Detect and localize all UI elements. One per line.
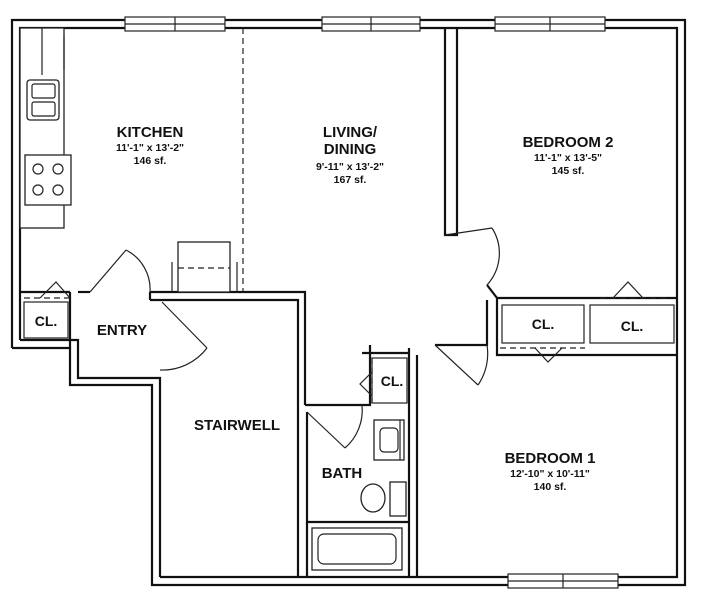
room-labels: KITCHEN 11'-1" x 13'-2" 146 sf. LIVING/ … xyxy=(97,124,614,493)
stairwell-name: STAIRWELL xyxy=(194,417,280,434)
dashed-openings xyxy=(24,28,668,403)
bedroom1-name: BEDROOM 1 xyxy=(505,450,596,467)
entry-name: ENTRY xyxy=(97,322,147,339)
bedroom2-area: 145 sf. xyxy=(552,165,585,177)
bathroom-sink xyxy=(373,419,405,461)
kitchen-name: KITCHEN xyxy=(117,124,184,141)
closet-boxes xyxy=(23,301,675,344)
bedroom1-closet-label: CL. xyxy=(621,318,644,334)
living-name-line2: DINING xyxy=(324,141,377,158)
bath-closet-label: CL. xyxy=(381,373,404,389)
bathtub xyxy=(311,527,403,571)
bedroom1-dims: 12'-10" x 10'-11" xyxy=(510,468,590,480)
bedroom2-dims: 11'-1" x 13'-5" xyxy=(534,152,602,164)
living-dims: 9'-11" x 13'-2" xyxy=(316,161,384,173)
living-area: 167 sf. xyxy=(334,174,367,186)
kitchen-sink xyxy=(26,79,60,121)
kitchen-dims: 11'-1" x 13'-2" xyxy=(116,142,184,154)
exterior-walls xyxy=(10,18,687,587)
toilet xyxy=(360,481,407,517)
bedroom2-name: BEDROOM 2 xyxy=(523,134,614,151)
bedroom2-closet-label: CL. xyxy=(532,316,555,332)
bedroom1-area: 140 sf. xyxy=(534,481,567,493)
interior-walls xyxy=(20,28,677,577)
kitchen-closet-label: CL. xyxy=(35,313,58,329)
closet-labels: CL. CL. CL. CL. xyxy=(35,313,644,389)
windows xyxy=(124,16,619,589)
stove xyxy=(24,154,72,206)
refrigerator xyxy=(171,241,238,293)
living-name-line1: LIVING/ xyxy=(323,124,378,141)
bath-name: BATH xyxy=(322,465,363,482)
doors xyxy=(39,227,644,449)
kitchen-area: 146 sf. xyxy=(134,155,167,167)
